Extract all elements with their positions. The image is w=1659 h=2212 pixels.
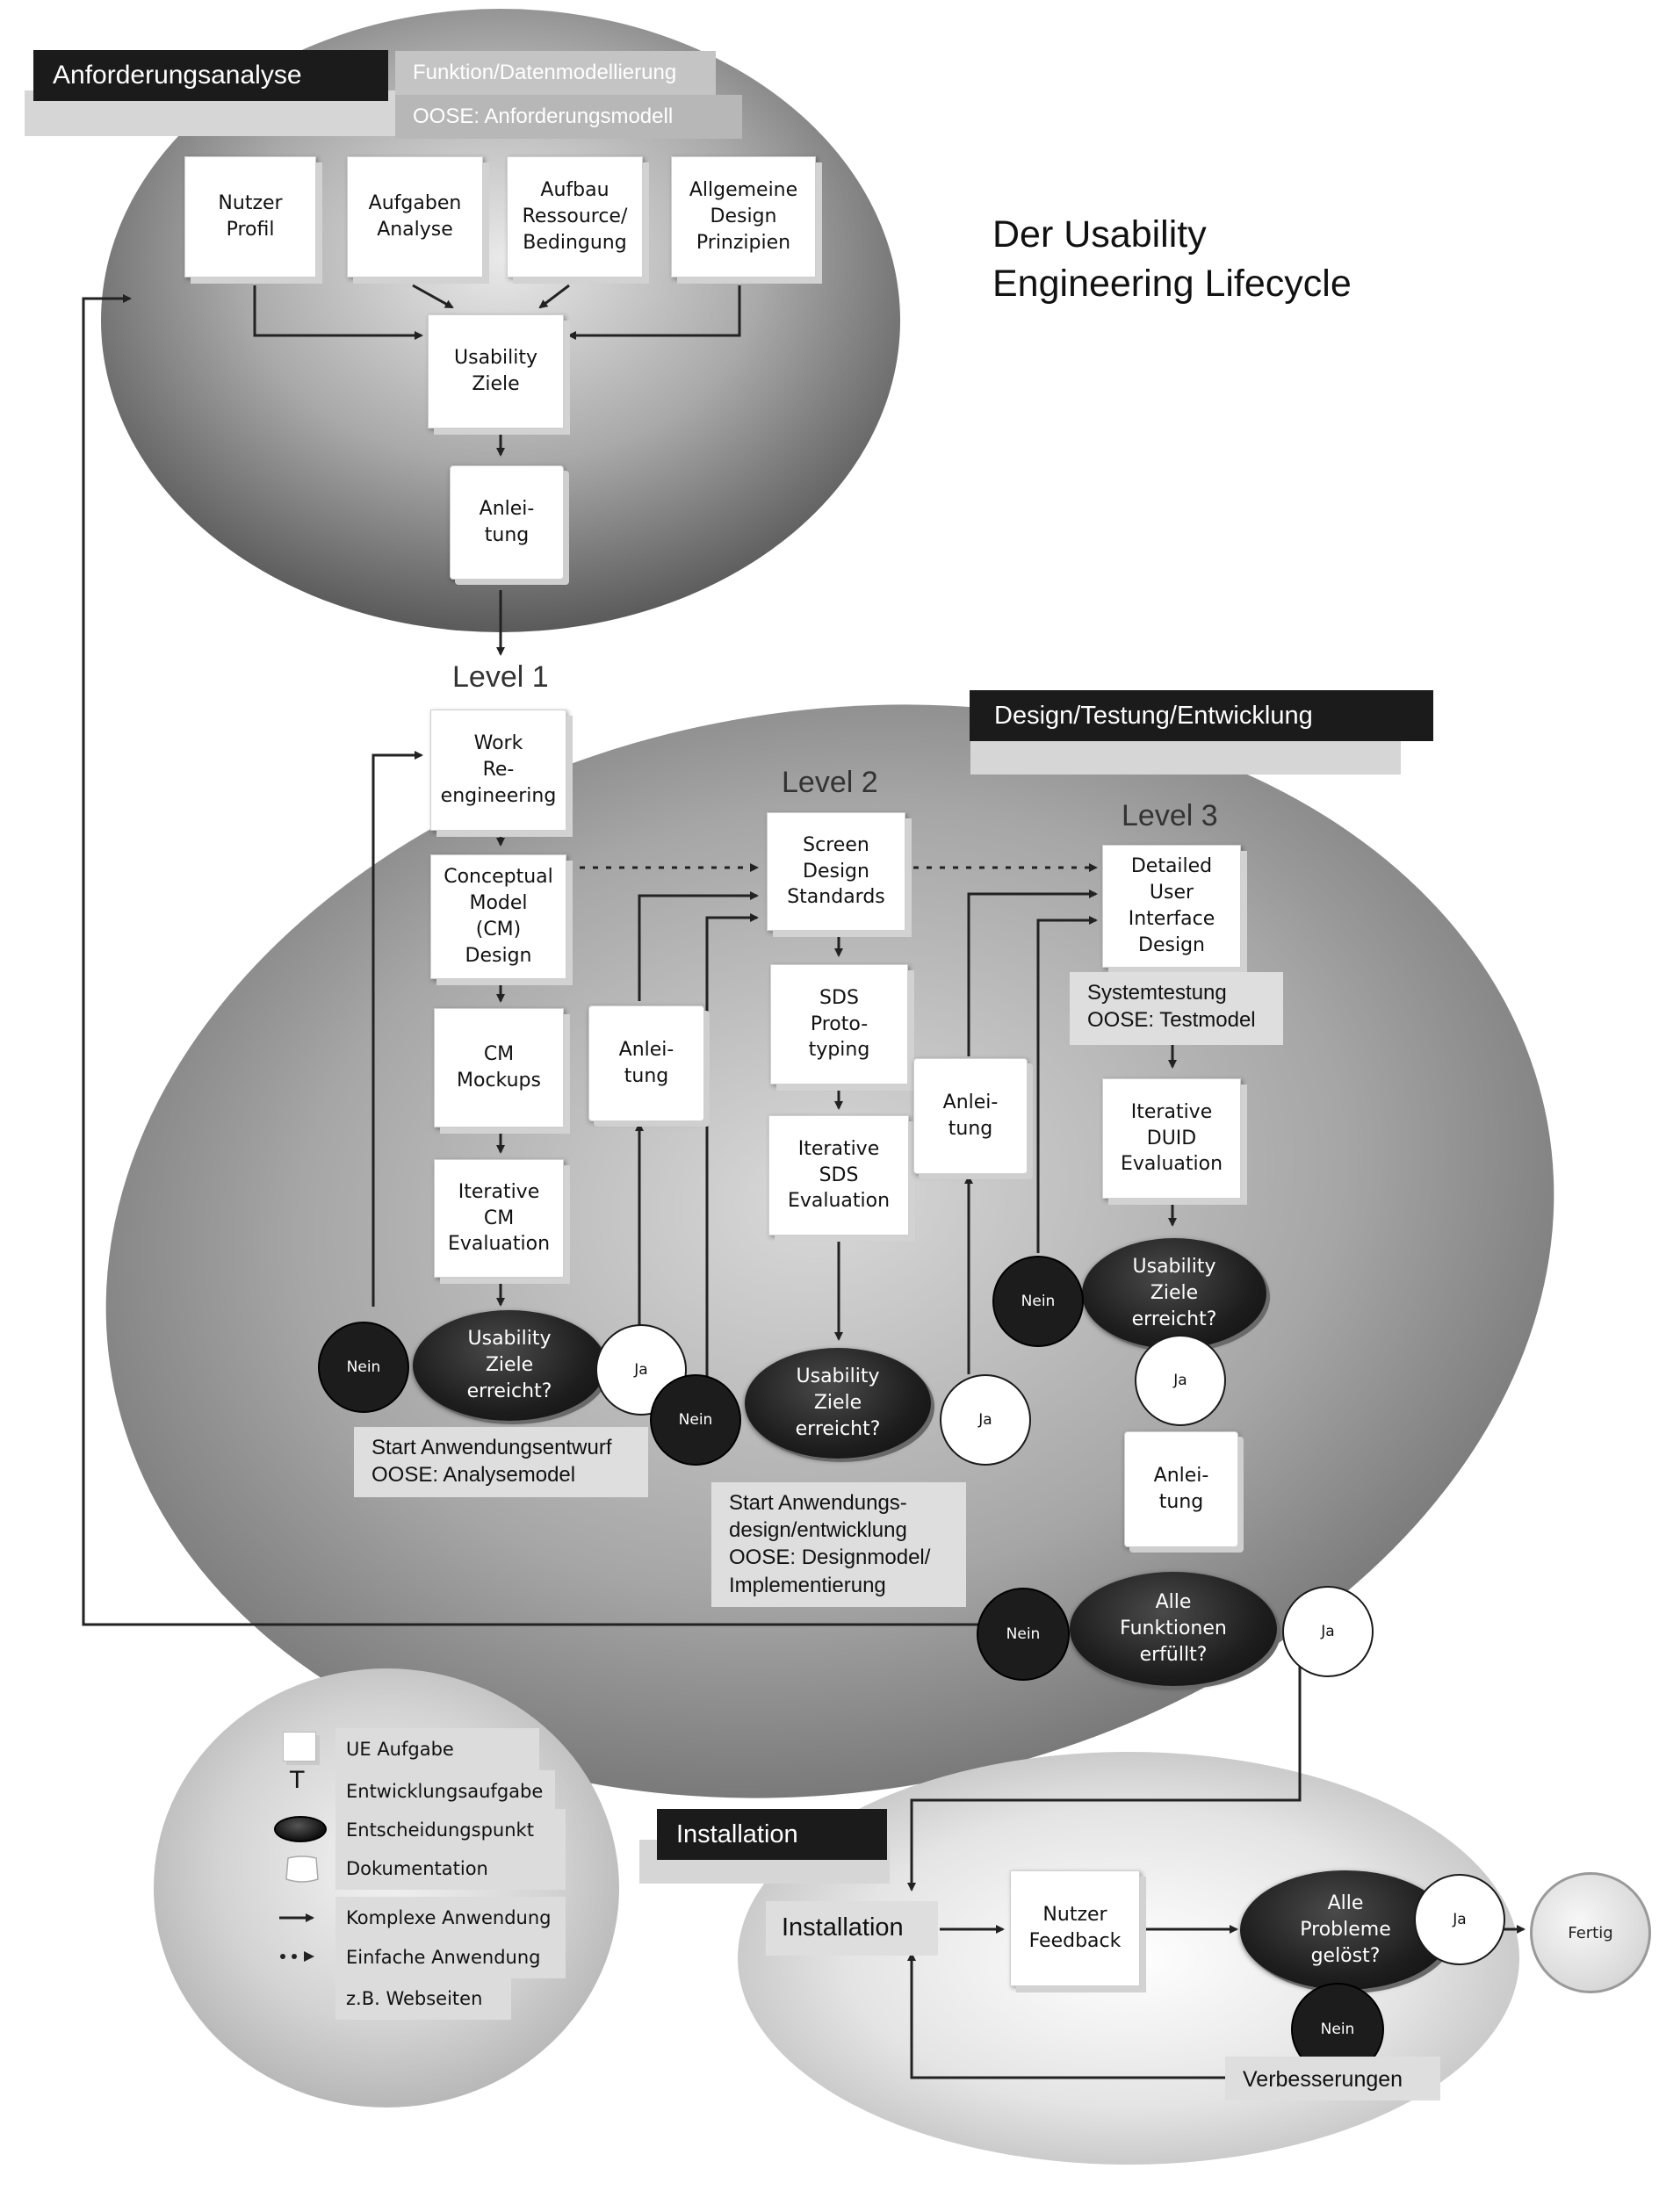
legend-komplexe-anwendung: Komplexe Anwendung <box>335 1897 566 1939</box>
legend-dokumentation: Dokumentation <box>335 1848 566 1890</box>
l1-iterative-cm-evaluation: Iterative CM Evaluation <box>434 1159 564 1278</box>
legend-decision-icon <box>274 1816 327 1842</box>
level-3-label: Level 3 <box>1122 799 1218 832</box>
l3-detailed-ui-design: Detailed User Interface Design <box>1102 845 1241 968</box>
l2-note: Start Anwendungs- design/entwicklung OOS… <box>711 1482 966 1607</box>
l3-iterative-duid-evaluation: Iterative DUID Evaluation <box>1102 1078 1241 1199</box>
installation-tag: Installation <box>657 1809 887 1860</box>
l1-cm-mockups: CM Mockups <box>434 1008 564 1128</box>
legend-einfache-anwendung: Einfache Anwendung <box>335 1936 566 1978</box>
diagram-title: Der Usability Engineering Lifecycle <box>992 211 1519 309</box>
l2-yes: Ja <box>940 1374 1031 1466</box>
task-nutzer-profil: Nutzer Profil <box>184 156 316 277</box>
l1-guide-doc: Anlei- tung <box>588 1005 704 1121</box>
l3-guide-doc: Anlei- tung <box>1124 1431 1238 1547</box>
improvements-label: Verbesserungen <box>1225 2057 1440 2100</box>
l1-conceptual-model-design: Conceptual Model (CM) Design <box>430 854 566 979</box>
title-line-2: Engineering Lifecycle <box>992 262 1352 305</box>
analysis-sub-2: OOSE: Anforderungsmodell <box>395 95 742 139</box>
analysis-tag: Anforderungsanalyse <box>33 50 388 101</box>
level-2-label: Level 2 <box>782 766 878 799</box>
installation-step: Installation <box>766 1901 938 1956</box>
final-no: Nein <box>977 1588 1070 1681</box>
l1-note: Start Anwendungsentwurf OOSE: Analysemod… <box>354 1427 648 1497</box>
l2-screen-design-standards: Screen Design Standards <box>767 812 905 931</box>
legend-t-icon: T <box>290 1767 305 1794</box>
l1-work-reengineering: Work Re- engineering <box>430 710 566 831</box>
title-line-1: Der Usability <box>992 213 1207 256</box>
level-1-label: Level 1 <box>452 660 549 694</box>
final-yes: Ja <box>1282 1586 1374 1677</box>
legend-doc-icon <box>285 1855 319 1883</box>
user-feedback: Nutzer Feedback <box>1010 1870 1140 1986</box>
l2-sds-prototyping: SDS Proto- typing <box>770 964 908 1084</box>
task-aufgaben-analyse: Aufgaben Analyse <box>347 156 483 277</box>
final-decision: Alle Funktionen erfüllt? <box>1070 1572 1277 1686</box>
task-allgemeine-design-prinzipien: Allgemeine Design Prinzipien <box>671 156 816 277</box>
legend-ue-aufgabe: UE Aufgabe <box>335 1728 539 1770</box>
l1-decision: Usability Ziele erreicht? <box>413 1310 606 1421</box>
l2-iterative-sds-evaluation: Iterative SDS Evaluation <box>768 1115 909 1236</box>
done-circle: Fertig <box>1530 1872 1651 1993</box>
legend-webseiten: z.B. Webseiten <box>335 1978 511 2020</box>
l3-note: Systemtestung OOSE: Testmodel <box>1070 972 1283 1045</box>
design-tag: Design/Testung/Entwicklung <box>970 690 1433 741</box>
l2-decision: Usability Ziele erreicht? <box>745 1348 931 1459</box>
analysis-guide-doc: Anlei- tung <box>450 465 564 580</box>
usability-goals: Usability Ziele <box>428 314 564 429</box>
problems-yes: Ja <box>1414 1874 1505 1965</box>
l2-guide-doc: Anlei- tung <box>913 1058 1028 1174</box>
l3-decision: Usability Ziele erreicht? <box>1082 1238 1266 1349</box>
legend-task-icon <box>283 1732 316 1762</box>
analysis-sub-1: Funktion/Datenmodellierung <box>395 51 716 95</box>
legend-entwicklungsaufgabe: Entwicklungsaufgabe <box>335 1770 555 1812</box>
task-aufbau-ressource: Aufbau Ressource/ Bedingung <box>507 156 643 277</box>
legend-entscheidungspunkt: Entscheidungspunkt <box>335 1809 566 1851</box>
l2-no: Nein <box>650 1374 741 1466</box>
l3-yes: Ja <box>1135 1335 1226 1426</box>
l1-no: Nein <box>318 1322 409 1413</box>
l3-no: Nein <box>992 1256 1084 1347</box>
